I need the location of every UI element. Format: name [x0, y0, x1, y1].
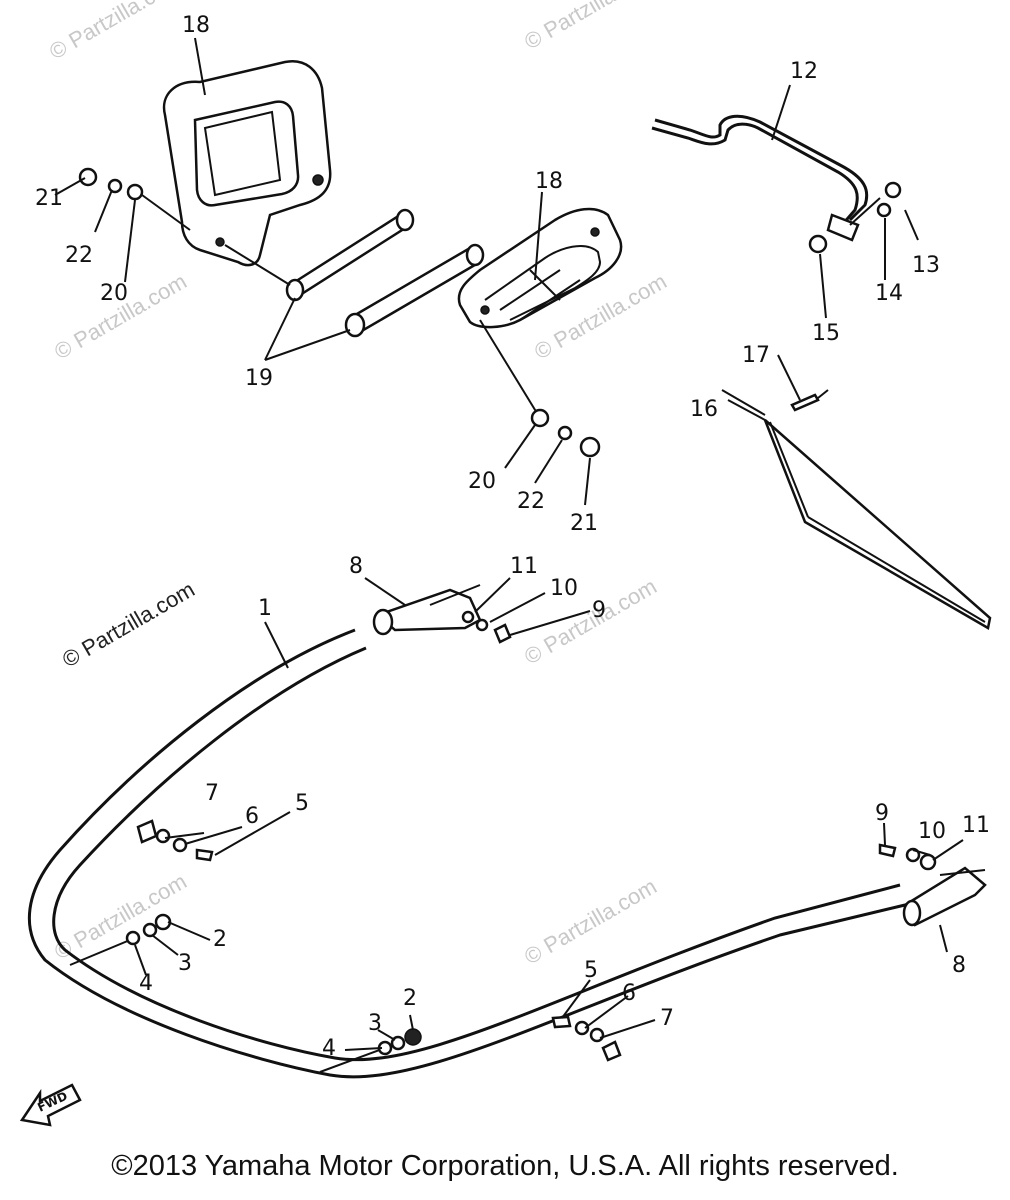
- callout-14: 14: [875, 281, 903, 306]
- callout-7-bottom: 7: [660, 1006, 674, 1031]
- callout-22-upper: 22: [65, 243, 93, 268]
- callout-10-upper: 10: [550, 576, 578, 601]
- shafts-19: [285, 208, 485, 338]
- callout-11-upper: 11: [510, 554, 538, 579]
- callout-21-lower: 21: [570, 511, 598, 536]
- callout-5-bottom: 5: [584, 958, 598, 983]
- callout-20-lower: 20: [468, 469, 496, 494]
- leader-lines: [54, 37, 964, 1051]
- callout-7-left: 7: [205, 781, 219, 806]
- stay-12: [651, 114, 869, 242]
- callout-21-upper: 21: [35, 186, 63, 211]
- callout-2-bottom: 2: [403, 986, 417, 1011]
- callout-6-bottom: 6: [622, 981, 636, 1006]
- fasteners-left-upper: [136, 819, 214, 862]
- callout-15: 15: [812, 321, 840, 346]
- copyright-notice: ©2013 Yamaha Motor Corporation, U.S.A. A…: [111, 1150, 899, 1182]
- callout-2-left: 2: [213, 927, 227, 952]
- fasteners-left-lower: [69, 913, 172, 966]
- bar-1: [27, 628, 987, 1079]
- fasteners-right: [878, 843, 937, 871]
- bracket-18-upper: [162, 59, 332, 267]
- callout-16: 16: [690, 397, 718, 422]
- callout-10-right: 10: [918, 819, 946, 844]
- callout-22-lower: 22: [517, 489, 545, 514]
- callout-9-upper: 9: [592, 598, 606, 623]
- callout-11-right: 11: [962, 813, 990, 838]
- watermark: © Partzilla.com: [45, 0, 186, 64]
- fasteners-12: [808, 181, 902, 254]
- watermark: © Partzilla.com: [58, 577, 199, 673]
- callout-20-upper: 20: [100, 281, 128, 306]
- watermark: © Partzilla.com: [520, 0, 661, 54]
- callout-5-left: 5: [295, 791, 309, 816]
- fasteners-bottom-right: [551, 1015, 622, 1062]
- watermark: © Partzilla.com: [50, 869, 191, 965]
- callouts: 18 18 12 21 22 20 19 13 14 15 17 16 20 2…: [35, 13, 990, 1061]
- callout-4-bottom: 4: [322, 1036, 336, 1061]
- callout-13: 13: [912, 253, 940, 278]
- watermark: © Partzilla.com: [520, 574, 661, 670]
- callout-19: 19: [245, 366, 273, 391]
- callout-3-left: 3: [178, 951, 192, 976]
- watermarks: © Partzilla.com © Partzilla.com © Partzi…: [45, 0, 671, 969]
- callout-18-lower: 18: [535, 169, 563, 194]
- holder-8-upper: [372, 584, 512, 644]
- fasteners-upper-left: [78, 167, 291, 286]
- callout-9-right: 9: [875, 801, 889, 826]
- callout-8-upper: 8: [349, 554, 363, 579]
- fasteners-lower-18: [479, 319, 601, 458]
- plate-16: [721, 389, 992, 630]
- callout-6-left: 6: [245, 804, 259, 829]
- fwd-arrow: FWD: [19, 1083, 82, 1127]
- callout-17: 17: [742, 343, 770, 368]
- callout-3-bottom: 3: [368, 1011, 382, 1036]
- callout-18-upper: 18: [182, 13, 210, 38]
- watermark: © Partzilla.com: [520, 874, 661, 970]
- callout-1: 1: [258, 596, 272, 621]
- callout-8-right: 8: [952, 953, 966, 978]
- callout-4-left: 4: [139, 971, 153, 996]
- callout-12: 12: [790, 59, 818, 84]
